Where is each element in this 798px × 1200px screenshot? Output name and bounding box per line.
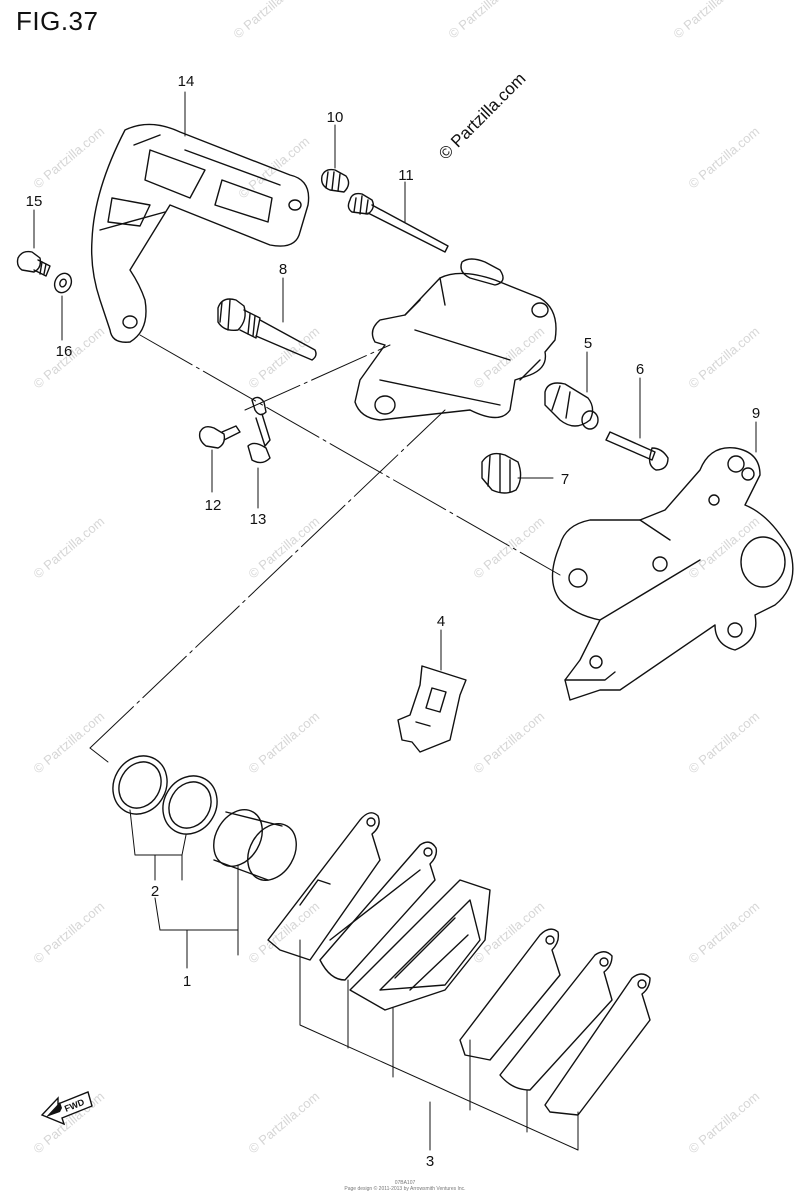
pad-pin-11 — [347, 192, 449, 253]
callout-15: 15 — [26, 193, 43, 210]
callout-6: 6 — [636, 361, 644, 378]
callout-3: 3 — [426, 1153, 434, 1170]
callout-13: 13 — [250, 511, 267, 528]
callout-12: 12 — [205, 497, 222, 514]
callout-14: 14 — [178, 73, 195, 90]
callout-5: 5 — [584, 335, 592, 352]
callout-2: 2 — [151, 883, 159, 900]
sleeve-5 — [544, 382, 599, 430]
fwd-arrow: FWD — [40, 1091, 93, 1126]
pin-cap-10 — [320, 168, 350, 193]
callout-1: 1 — [183, 973, 191, 990]
bolt-6 — [605, 431, 669, 471]
hose-guard-14 — [90, 123, 310, 343]
nut-7 — [481, 452, 522, 494]
clip-13 — [247, 396, 271, 464]
slide-bolt-8 — [217, 298, 317, 361]
brake-pads-3 — [267, 812, 651, 1116]
bleeder-12 — [198, 425, 241, 449]
piston-seals-2 — [112, 755, 218, 835]
fine-print: 07BA107 Page design © 2011-2013 by Arrow… — [330, 1180, 480, 1192]
washer-16 — [53, 272, 73, 294]
caliper-body — [354, 258, 557, 421]
leader-lines — [33, 91, 757, 1151]
callout-9: 9 — [752, 405, 760, 422]
pad-spring-4 — [397, 665, 467, 753]
callout-8: 8 — [279, 261, 287, 278]
callouts: 14 15 16 10 11 8 5 6 9 7 12 13 4 2 1 3 — [26, 73, 761, 1170]
callout-16: 16 — [56, 343, 73, 360]
drawing-code: 07BA107 — [394, 1180, 416, 1186]
alignment-lines — [89, 334, 561, 749]
figure-title: FIG.37 — [16, 6, 99, 36]
bolt-15 — [16, 250, 51, 277]
caliper-bracket-9 — [551, 446, 794, 701]
callout-4: 4 — [437, 613, 445, 630]
callout-10: 10 — [327, 109, 344, 126]
page-design-credit: Page design © 2011-2013 by Arrowsmith Ve… — [344, 1186, 466, 1192]
piston-1 — [213, 809, 297, 881]
seal-leader — [89, 747, 109, 763]
callout-11: 11 — [398, 167, 414, 184]
callout-7: 7 — [561, 471, 569, 488]
